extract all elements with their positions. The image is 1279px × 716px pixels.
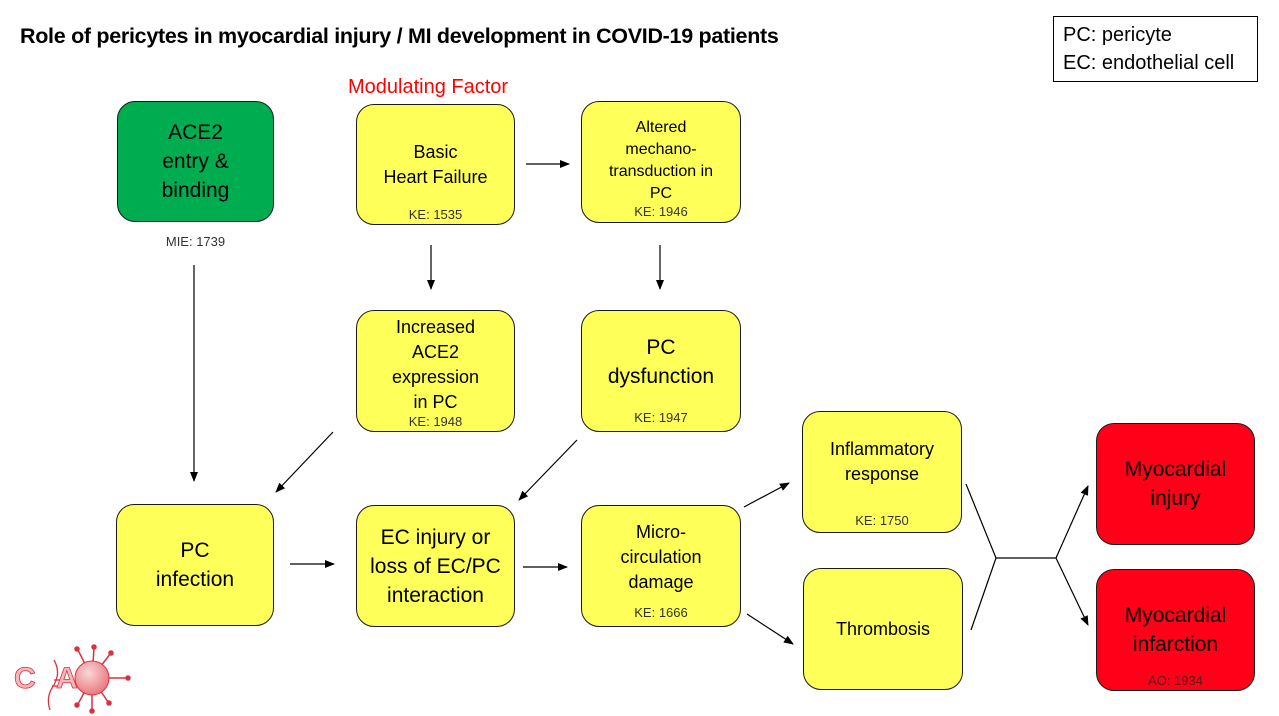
ciao-logo: C A	[14, 644, 131, 714]
node-label-line: infection	[155, 568, 235, 591]
node-label-line: expression	[391, 367, 480, 387]
ke-id-label: KE: 1666	[634, 605, 688, 620]
page-title: Role of pericytes in myocardial injury /…	[20, 24, 779, 48]
node-label-line: PC	[646, 336, 676, 359]
node-label-line: transduction in	[608, 163, 714, 180]
node-label-line: injury	[1150, 487, 1201, 510]
mie-id-label: MIE: 1739	[165, 234, 226, 249]
node-label-line: Altered	[635, 119, 687, 136]
arrow-to-myocardial-infarction	[1055, 557, 1089, 626]
node-label-line: damage	[628, 571, 694, 592]
node-label-line: Thrombosis	[835, 618, 931, 639]
node-label-line: ACE2	[411, 342, 460, 362]
legend-line-ec: EC: endothelial cell	[1063, 52, 1235, 74]
node-label-line: Myocardial	[1124, 604, 1227, 627]
node-label-line: response	[844, 464, 920, 484]
ke-id-label: KE: 1946	[634, 204, 688, 219]
ke-id-label: KE: 1535	[408, 207, 463, 222]
node-label-line: PC	[649, 185, 673, 202]
node-label-line: infarction	[1132, 633, 1219, 656]
logo-letter-a: A	[56, 662, 78, 695]
node-ace2-entry-binding: ACE2 entry & binding	[117, 101, 274, 222]
virus-icon	[74, 644, 131, 714]
node-label-line: interaction	[387, 583, 484, 607]
node-myocardial-infarction: Myocardial infarction AO: 1934	[1096, 569, 1255, 691]
arrow-to-myocardial-injury	[1055, 485, 1089, 559]
node-label-line: circulation	[620, 546, 702, 567]
merge-line-thrombosis	[970, 557, 997, 631]
node-label-line: mechano-	[625, 141, 697, 158]
ke-id-label: KE: 1947	[634, 410, 688, 425]
node-label-line: loss of EC/PC	[370, 554, 501, 578]
abbreviation-legend: PC: pericyte EC: endothelial cell	[1053, 16, 1258, 82]
merge-line-inflammatory	[965, 483, 997, 559]
logo-letter-c: C	[14, 662, 36, 695]
node-label-line: Heart Failure	[383, 166, 488, 187]
ke-id-label: KE: 1750	[855, 513, 909, 528]
legend-line-pc: PC: pericyte	[1063, 24, 1172, 46]
ao-id-label: AO: 1934	[1148, 673, 1203, 688]
node-label-line: binding	[161, 179, 230, 202]
node-label-line: EC injury or	[380, 525, 491, 549]
ke-id-label: KE: 1948	[408, 414, 463, 429]
node-ec-injury: EC injury or loss of EC/PC interaction	[356, 505, 515, 627]
node-thrombosis: Thrombosis	[803, 568, 963, 690]
node-label-line: Increased	[395, 317, 476, 337]
node-label-line: ACE2	[168, 121, 223, 144]
node-pc-infection: PC infection	[116, 504, 274, 626]
node-altered-mechanotransduction: Altered mechano- transduction in PC KE: …	[581, 101, 741, 223]
node-label-line: in PC	[413, 392, 458, 412]
node-pc-dysfunction: PC dysfunction KE: 1947	[581, 310, 741, 432]
node-label-line: Inflammatory	[829, 439, 935, 459]
arrow-micro-to-inflammatory	[743, 482, 790, 508]
modulating-factor-label: Modulating Factor	[348, 76, 509, 98]
node-microcirculation-damage: Micro- circulation damage KE: 1666	[581, 505, 741, 627]
node-myocardial-injury: Myocardial injury	[1096, 423, 1255, 545]
dna-icon	[47, 659, 60, 711]
node-label-line: entry &	[162, 150, 229, 173]
node-inflammatory-response: Inflammatory response KE: 1750	[802, 411, 962, 533]
node-basic-heart-failure: Basic Heart Failure KE: 1535	[356, 104, 515, 225]
node-label-line: dysfunction	[607, 365, 715, 388]
arrow-increased-ace2-to-pc-infection	[275, 431, 334, 493]
node-label-line: Myocardial	[1124, 458, 1227, 481]
arrow-micro-to-thrombosis	[746, 613, 794, 645]
node-label-line: PC	[180, 539, 210, 562]
node-increased-ace2-expression: Increased ACE2 expression in PC KE: 1948	[356, 310, 515, 432]
arrow-pc-dysfunction-to-ec-injury	[518, 439, 578, 501]
node-label-line: Basic	[413, 141, 458, 162]
node-label-line: Micro-	[636, 521, 686, 542]
